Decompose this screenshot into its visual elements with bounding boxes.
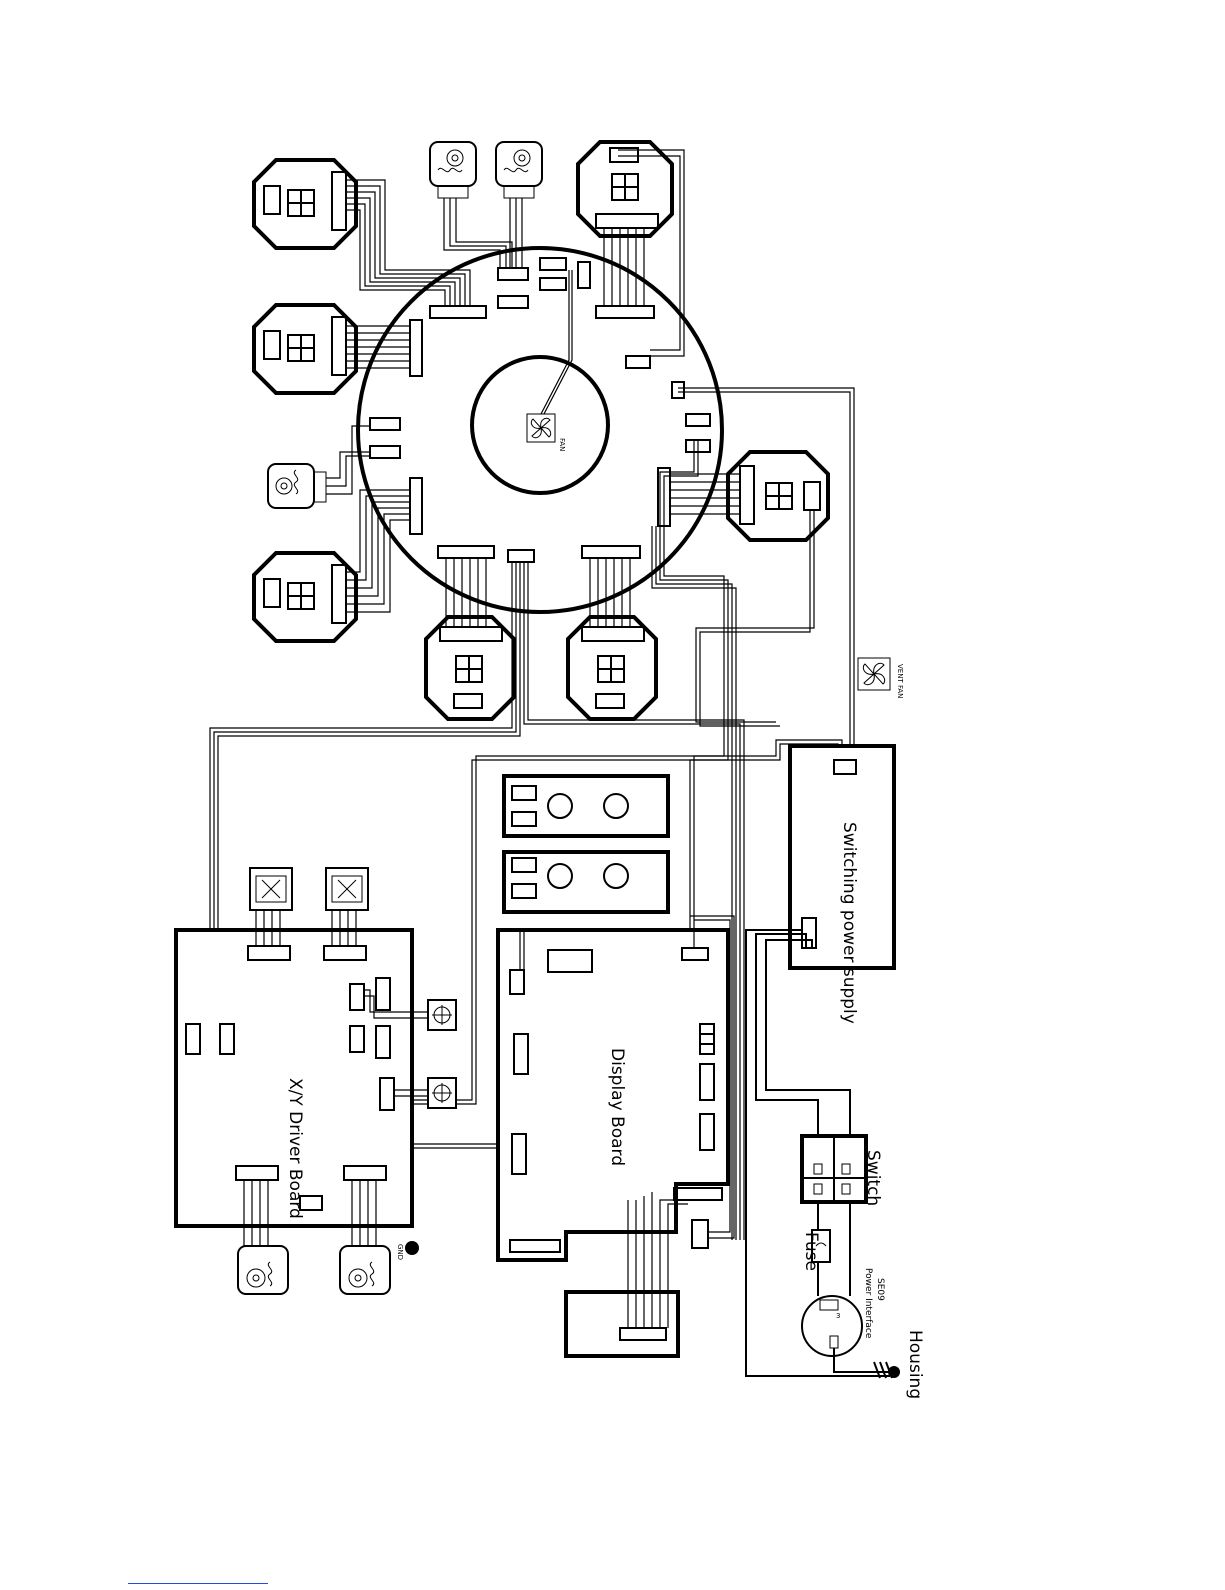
head-module-1 (254, 160, 356, 248)
power-interface-label: Power Interface (863, 1268, 873, 1339)
power-interface-sub: SE09 (875, 1278, 885, 1301)
xy-driver-board-label: X/Y Driver Board (285, 1078, 305, 1219)
turret-fan-label: FAN (558, 438, 566, 451)
stepper-motor-left (268, 464, 326, 508)
limit-switch-1 (428, 1000, 456, 1030)
vent-fan-icon: VENT FAN (858, 658, 904, 698)
head-module-2 (254, 305, 356, 393)
housing-ground: Housing (874, 1330, 925, 1399)
turret-fan-icon: FAN (527, 414, 566, 451)
head-module-6 (728, 452, 828, 540)
housing-label: Housing (905, 1330, 925, 1399)
head-module-5 (568, 617, 656, 719)
limit-switch-2 (428, 1078, 456, 1108)
power-switch: Switch (802, 1136, 883, 1206)
gnd-label: GND (396, 1244, 404, 1260)
optical-sensor-2 (326, 868, 368, 910)
power-supply-label: Switching power supply (839, 822, 859, 1024)
optical-sensor-1 (250, 868, 292, 910)
head-module-3 (254, 553, 356, 641)
vent-fan-label: VENT FAN (896, 664, 904, 698)
display-board-label: Display Board (607, 1048, 627, 1166)
power-interface: 3 Power Interface SE09 (802, 1268, 885, 1356)
turret-connectors (370, 258, 710, 562)
head-module-4 (426, 617, 514, 719)
output-module-2 (504, 852, 668, 912)
svg-text:3: 3 (836, 1312, 840, 1320)
keypad-board (566, 1292, 678, 1356)
stepper-motor-x (238, 1246, 288, 1294)
gnd-terminal: GND (396, 1241, 419, 1260)
stepper-motor-top-left (430, 142, 476, 198)
fuse: Fuse (801, 1230, 830, 1271)
stepper-motor-y (340, 1246, 390, 1294)
switch-label: Switch (863, 1150, 883, 1206)
display-board: Display Board (498, 930, 728, 1260)
switching-power-supply: Switching power supply (790, 746, 894, 1024)
output-module-1 (504, 776, 668, 836)
page-footer-rule (128, 1583, 268, 1584)
stepper-motor-top-right (496, 142, 542, 198)
